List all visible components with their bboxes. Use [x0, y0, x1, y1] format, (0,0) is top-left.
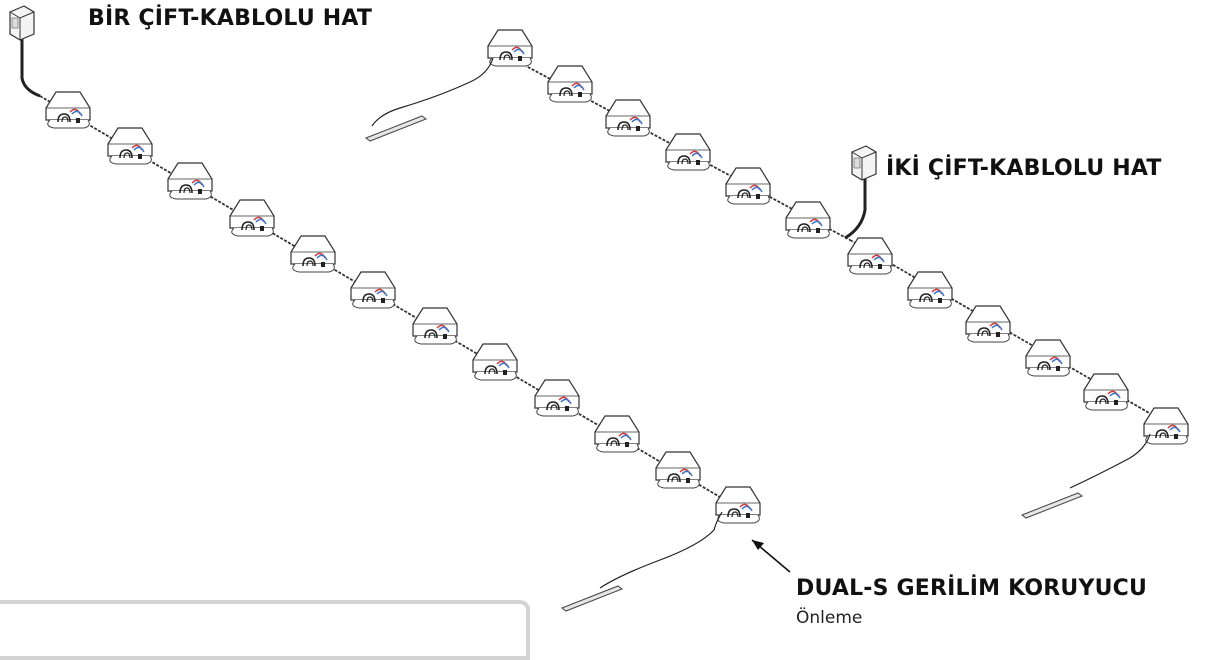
decoder-module-icon [725, 167, 771, 205]
line-two-controller-icon [851, 145, 877, 181]
decoder-module-icon [229, 199, 275, 237]
decoder-module-icon [107, 127, 153, 165]
line-one-label: BİR ÇİFT-KABLOLU HAT [88, 6, 373, 31]
line-two [365, 29, 1189, 519]
line-one [9, 5, 761, 612]
decoder-module-icon [785, 201, 831, 239]
decoder-module-icon [534, 379, 580, 417]
decoder-module-icon [412, 307, 458, 345]
decoder-module-icon [350, 271, 396, 309]
line-two-upper-ground-rod-icon [365, 115, 427, 142]
surge-protector-subtitle: Önleme [796, 608, 863, 628]
legend-box [0, 600, 530, 660]
line-two-lower-ground-wire [1069, 433, 1151, 489]
decoder-module-icon [594, 415, 640, 453]
decoder-module-icon [847, 237, 893, 275]
line-one-controller-cable [20, 38, 41, 98]
decoder-module-icon [1083, 373, 1129, 411]
decoder-module-icon [1025, 339, 1071, 377]
decoder-module-icon [472, 343, 518, 381]
line-one-ground-wire [599, 511, 723, 589]
surge-protector-callout-arrow [751, 539, 791, 573]
decoder-module-icon [665, 133, 711, 171]
decoder-module-icon [167, 162, 213, 200]
line-two-label: İKİ ÇİFT-KABLOLU HAT [886, 156, 1162, 181]
line-two-lower-ground-rod-icon [1021, 492, 1083, 519]
decoder-module-icon [45, 91, 91, 129]
surge-protector-icon [715, 486, 761, 524]
line-two-controller-cable [844, 178, 867, 240]
line-one-ground-rod-icon [561, 585, 623, 612]
decoder-module-icon [655, 451, 701, 489]
surge-protector-icon [487, 29, 533, 67]
two-wire-diagram [9, 5, 1189, 612]
surge-protector-label: DUAL-S GERİLİM KORUYUCU [796, 576, 1148, 601]
surge-protector-icon [1143, 407, 1189, 445]
decoder-module-icon [907, 271, 953, 309]
decoder-module-icon [605, 99, 651, 137]
line-two-upper-ground-wire [371, 57, 494, 127]
decoder-module-icon [290, 235, 336, 273]
decoder-module-icon [965, 305, 1011, 343]
line-one-controller-icon [9, 5, 35, 41]
decoder-module-icon [547, 65, 593, 103]
